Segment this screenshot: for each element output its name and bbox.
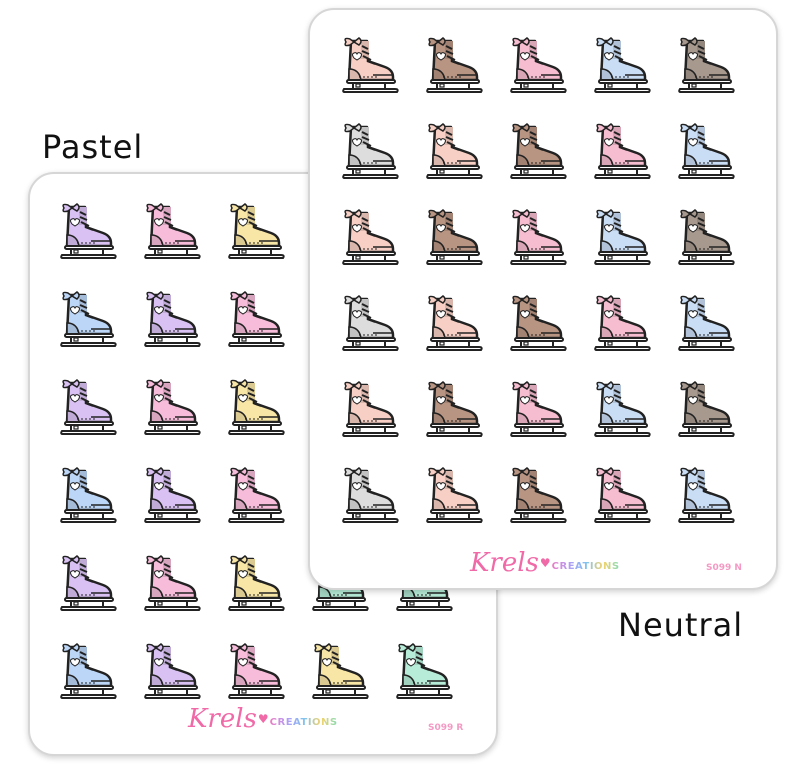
ice-skate-sticker (418, 116, 488, 186)
neutral-sticker-sheet: Krels ♥ CREATIONS S099 N (308, 8, 778, 590)
ice-skate-sticker (334, 202, 404, 272)
ice-skate-sticker (670, 202, 740, 272)
ice-skate-sticker (52, 372, 122, 442)
ice-skate-sticker (670, 460, 740, 530)
heart-icon: ♥ (257, 712, 269, 726)
ice-skate-sticker (586, 202, 656, 272)
ice-skate-sticker (52, 636, 122, 706)
ice-skate-sticker (418, 288, 488, 358)
ice-skate-sticker (586, 288, 656, 358)
ice-skate-sticker (418, 460, 488, 530)
ice-skate-sticker (220, 460, 290, 530)
krels-logo: Krels ♥ CREATIONS (188, 706, 338, 732)
ice-skate-sticker (52, 284, 122, 354)
ice-skate-sticker (586, 116, 656, 186)
ice-skate-sticker (136, 196, 206, 266)
ice-skate-sticker (334, 460, 404, 530)
ice-skate-sticker (670, 374, 740, 444)
ice-skate-sticker (304, 636, 374, 706)
logo-caps: CREATIONS (551, 561, 620, 572)
ice-skate-sticker (220, 196, 290, 266)
ice-skate-sticker (136, 372, 206, 442)
ice-skate-sticker (586, 460, 656, 530)
neutral-label: Neutral (618, 606, 744, 644)
ice-skate-sticker (220, 372, 290, 442)
ice-skate-sticker (502, 460, 572, 530)
ice-skate-sticker (388, 636, 458, 706)
ice-skate-sticker (334, 288, 404, 358)
ice-skate-sticker (220, 548, 290, 618)
ice-skate-sticker (502, 288, 572, 358)
ice-skate-sticker (418, 374, 488, 444)
ice-skate-sticker (52, 196, 122, 266)
ice-skate-sticker (334, 374, 404, 444)
ice-skate-sticker (670, 30, 740, 100)
ice-skate-sticker (418, 30, 488, 100)
logo-caps: CREATIONS (269, 717, 338, 728)
ice-skate-sticker (136, 284, 206, 354)
ice-skate-sticker (52, 548, 122, 618)
heart-icon: ♥ (539, 556, 551, 570)
ice-skate-sticker (334, 116, 404, 186)
ice-skate-sticker (586, 30, 656, 100)
sheet-code: S099 R (428, 723, 464, 733)
ice-skate-sticker (502, 116, 572, 186)
ice-skate-sticker (418, 202, 488, 272)
ice-skate-sticker (586, 374, 656, 444)
sheet-code: S099 N (706, 563, 742, 573)
ice-skate-sticker (334, 30, 404, 100)
logo-script: Krels (188, 704, 257, 734)
ice-skate-sticker (220, 636, 290, 706)
ice-skate-sticker (136, 460, 206, 530)
ice-skate-sticker (502, 374, 572, 444)
krels-logo: Krels ♥ CREATIONS (470, 550, 620, 576)
ice-skate-sticker (136, 548, 206, 618)
ice-skate-sticker (502, 30, 572, 100)
neutral-skate-grid (334, 30, 754, 546)
ice-skate-sticker (670, 288, 740, 358)
logo-script: Krels (470, 548, 539, 578)
ice-skate-sticker (220, 284, 290, 354)
ice-skate-sticker (52, 460, 122, 530)
ice-skate-sticker (502, 202, 572, 272)
ice-skate-sticker (136, 636, 206, 706)
pastel-label: Pastel (42, 128, 144, 166)
ice-skate-sticker (670, 116, 740, 186)
